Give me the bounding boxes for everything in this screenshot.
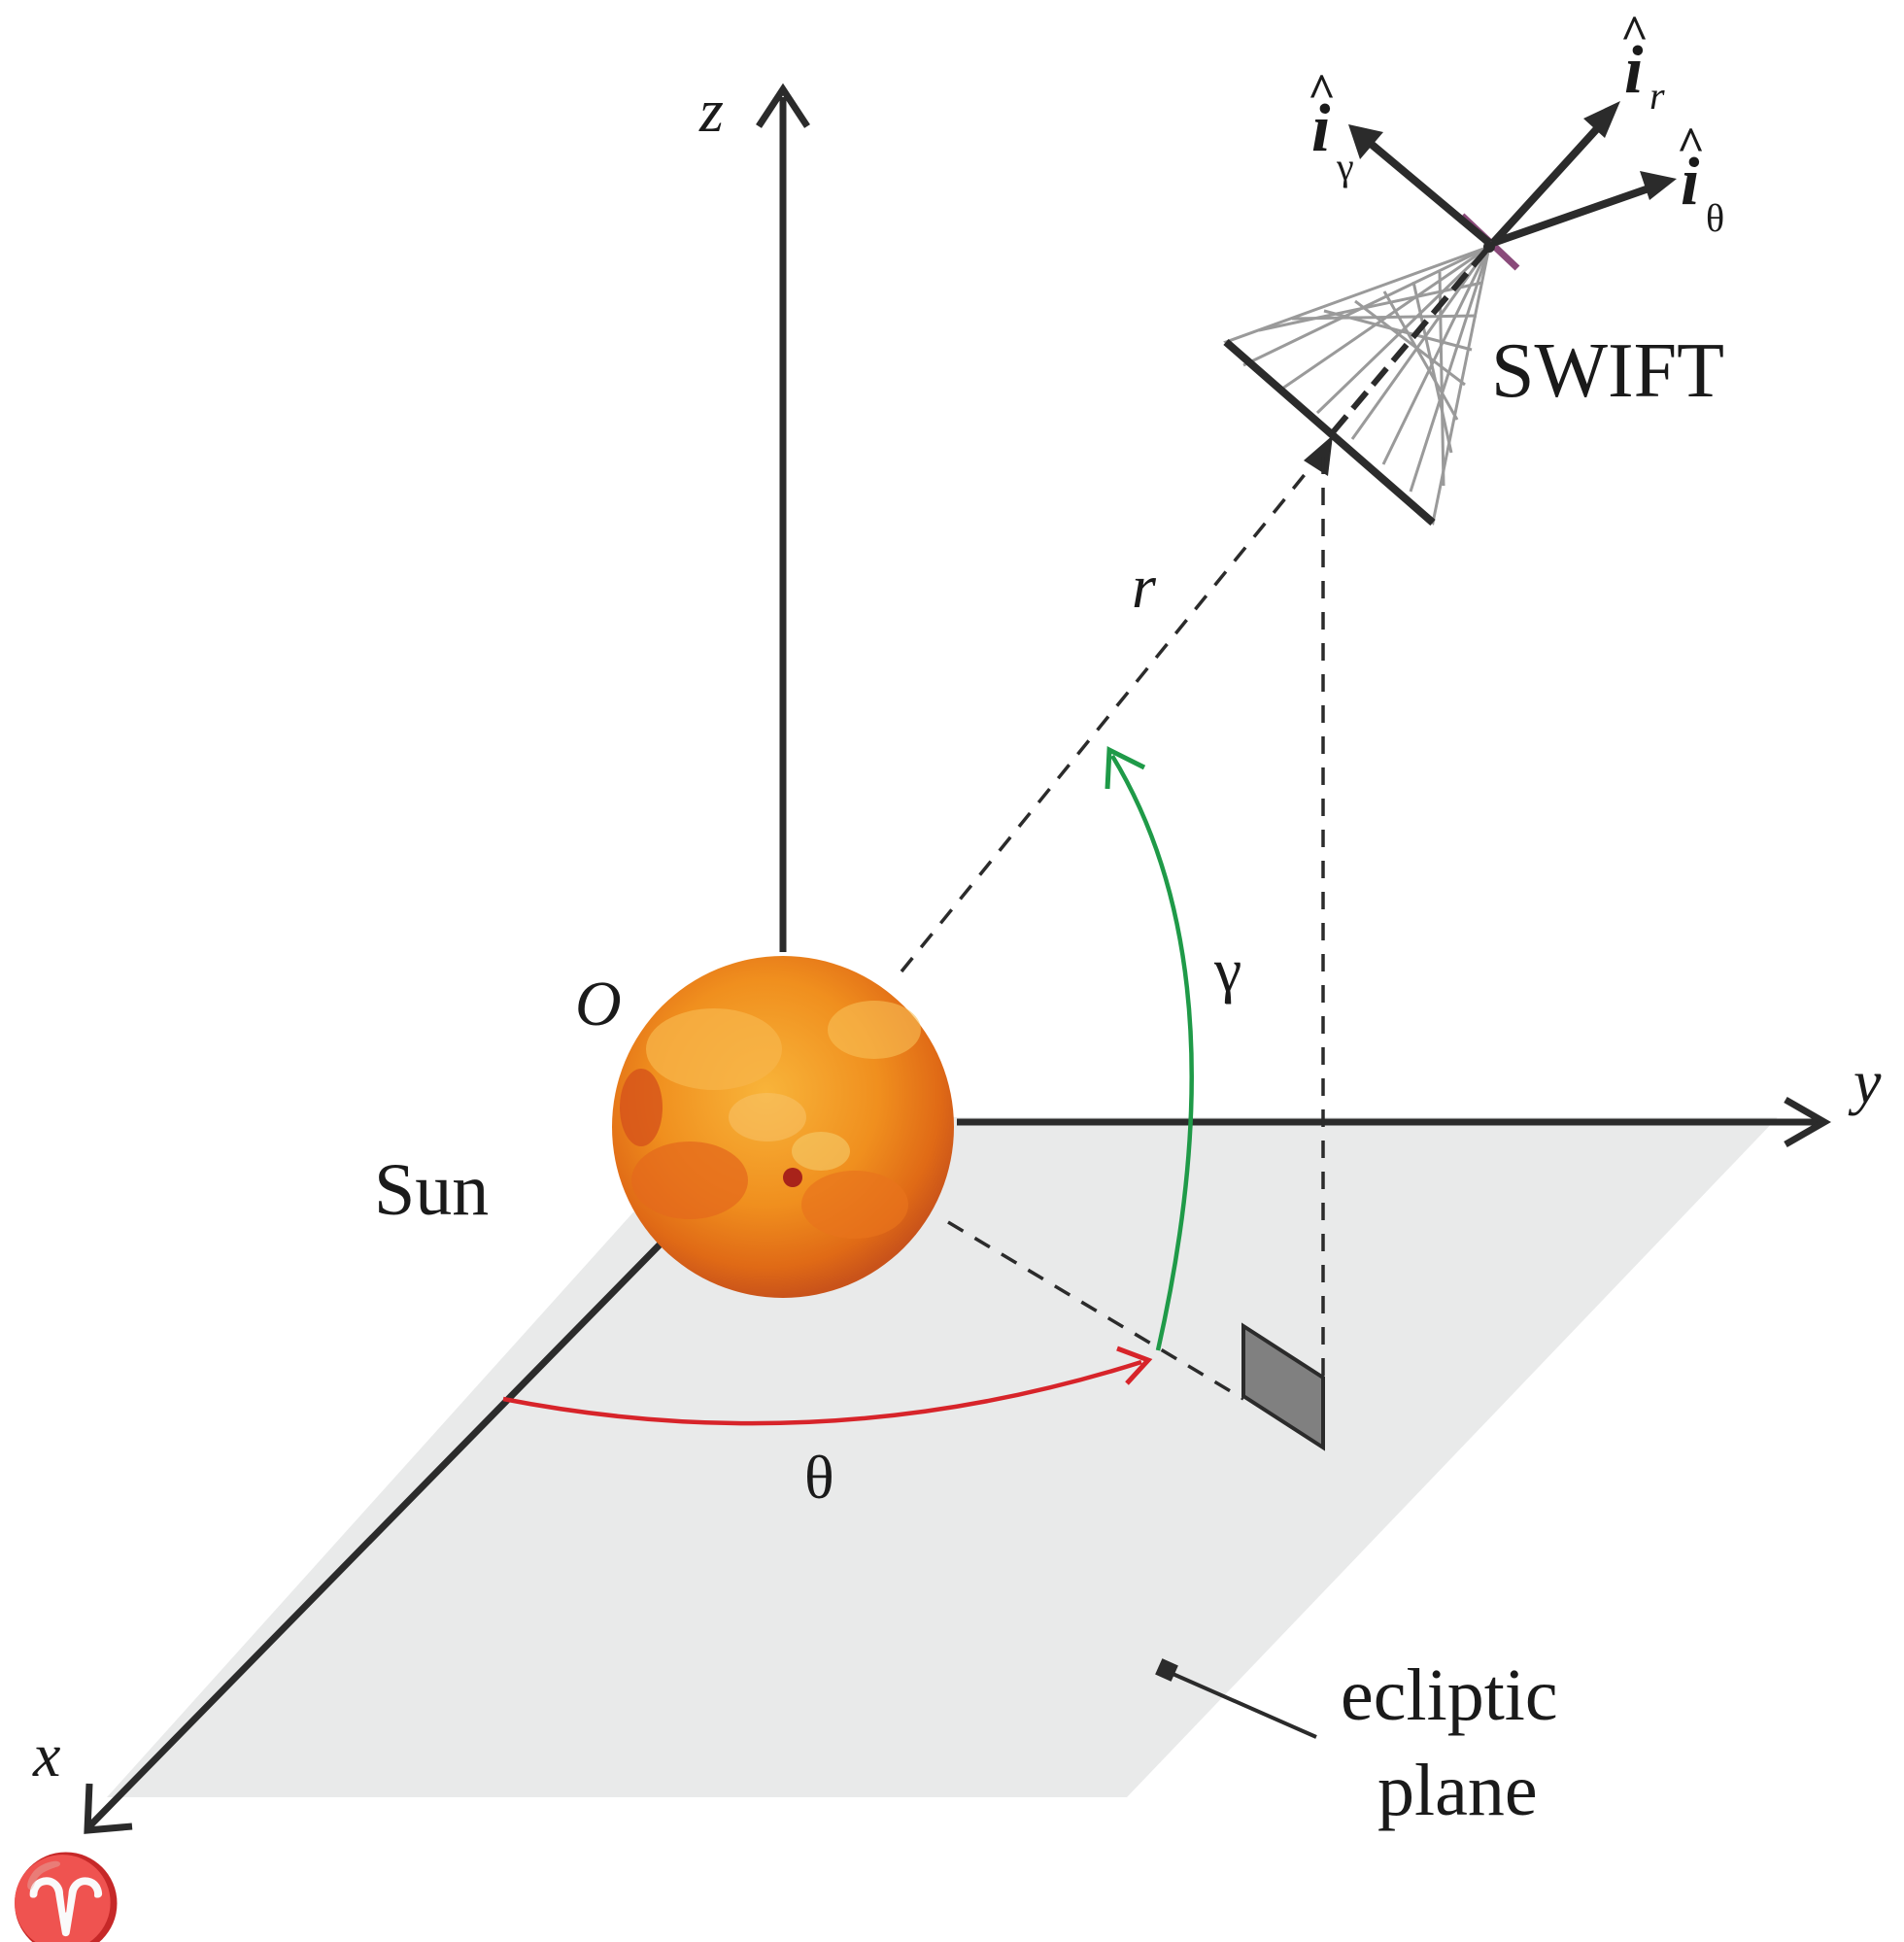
unit-i-r: i: [1624, 33, 1644, 108]
unit-i-gamma-hat: ^: [1308, 63, 1336, 118]
y-axis-arrowhead: [1784, 1096, 1832, 1148]
origin-label: O: [575, 969, 622, 1039]
y-axis-label: y: [1848, 1047, 1882, 1116]
sail-edge: [1223, 338, 1436, 527]
unit-i-gamma-subscript: γ: [1336, 145, 1354, 188]
aries-symbol: ♈: [8, 1851, 124, 1942]
ecliptic-pointer-line: [1170, 1671, 1317, 1739]
unit-i-r-hat: ^: [1620, 5, 1649, 59]
ecliptic-label-line2: plane: [1377, 1750, 1538, 1831]
z-axis-label: z: [698, 76, 724, 145]
theta-label: θ: [804, 1443, 834, 1512]
x-axis-arrowhead: [84, 1783, 133, 1834]
theta-arrowhead: [1116, 1346, 1153, 1385]
unit-vector-theta: [1491, 171, 1677, 247]
unit-i-r-subscript: r: [1649, 74, 1665, 118]
theta-arc: [502, 1359, 1142, 1426]
gamma-label: γ: [1213, 936, 1241, 1005]
gamma-arc: [1110, 754, 1194, 1351]
ecliptic-projection-line: [947, 1220, 1244, 1401]
radius-arrowhead: [1304, 435, 1333, 476]
unit-i-gamma: i: [1311, 91, 1331, 166]
unit-i-theta-hat: ^: [1677, 117, 1705, 171]
unit-i-theta-subscript: θ: [1706, 196, 1724, 240]
ecliptic-plane: [107, 1117, 1778, 1797]
r-label: r: [1132, 552, 1157, 621]
radius-line: [900, 455, 1321, 973]
unit-vector-gamma: [1348, 124, 1492, 247]
right-angle-marker: [1241, 1322, 1325, 1451]
sun-label: Sun: [374, 1149, 489, 1231]
z-axis-arrowhead: [756, 83, 810, 128]
solar-sail: [1223, 213, 1520, 527]
sail-axis: [1330, 245, 1492, 434]
ecliptic-label-line1: ecliptic: [1341, 1654, 1558, 1736]
sail-mesh: [1242, 245, 1491, 493]
ecliptic-pointer-dot: [1155, 1658, 1178, 1682]
x-axis-label: x: [32, 1721, 60, 1789]
spacecraft-label: SWIFT: [1491, 328, 1724, 414]
unit-i-theta: i: [1681, 145, 1700, 220]
x-axis: [86, 1231, 673, 1829]
unit-vector-r: [1490, 101, 1620, 246]
sun: [612, 956, 954, 1298]
gamma-arrowhead: [1105, 746, 1146, 790]
